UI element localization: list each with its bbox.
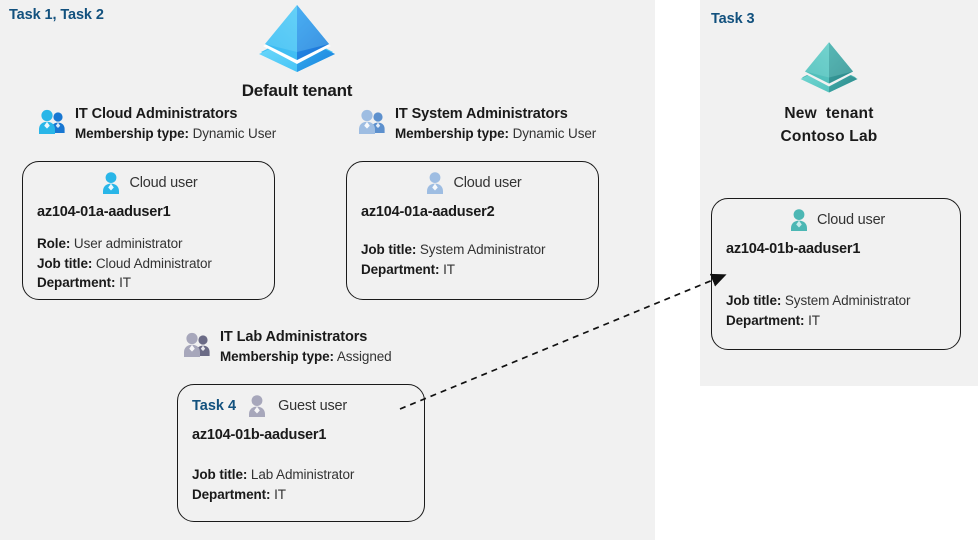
group-it-cloud-administrators: IT Cloud Administrators Membership type:… xyxy=(36,104,276,144)
group-membership-type: Membership type: Assigned xyxy=(220,347,392,367)
user-card-az104-01a-aaduser2[interactable]: Cloud user az104-01a-aaduser2 Job title:… xyxy=(346,161,599,300)
new-tenant-name-line1: New tenant xyxy=(784,105,874,122)
group-users-icon xyxy=(36,109,68,135)
user-attributes: Job title: System Administrator Departme… xyxy=(712,291,960,330)
attr-job-title: Job title: System Administrator xyxy=(361,240,598,260)
attr-job-title: Job title: System Administrator xyxy=(726,291,960,311)
user-card-az104-01b-aaduser1-cloud[interactable]: Cloud user az104-01b-aaduser1 Job title:… xyxy=(711,198,961,350)
attr-value: IT xyxy=(119,275,131,290)
user-name: az104-01b-aaduser1 xyxy=(726,241,861,257)
attr-value: IT xyxy=(443,261,455,277)
attr-label: Department: xyxy=(37,275,116,290)
attr-value: User administrator xyxy=(73,236,183,251)
group-it-system-administrators: IT System Administrators Membership type… xyxy=(356,104,596,144)
user-type-label: Cloud user xyxy=(129,175,198,191)
group-title: IT System Administrators xyxy=(395,106,568,122)
group-membership-label: Membership type: xyxy=(75,126,189,141)
cloud-user-icon xyxy=(423,171,447,195)
group-membership-label: Membership type: xyxy=(395,126,509,141)
attr-job-title: Job title: Cloud Administrator xyxy=(37,254,274,274)
attr-value: IT xyxy=(274,486,286,502)
user-attributes: Job title: Lab Administrator Department:… xyxy=(178,465,424,504)
group-title: IT Lab Administrators xyxy=(220,329,368,345)
attr-department: Department: IT xyxy=(37,273,274,293)
cloud-user-icon xyxy=(787,208,811,232)
attr-value: System Administrator xyxy=(784,293,911,308)
group-membership-type: Membership type: Dynamic User xyxy=(395,124,596,144)
card-header: Cloud user xyxy=(23,162,274,198)
attr-department: Department: IT xyxy=(361,260,598,280)
group-users-icon xyxy=(356,109,388,135)
card-header: Task 4 Guest user xyxy=(178,385,424,421)
task-label-1-2: Task 1, Task 2 xyxy=(9,7,104,23)
cloud-user-icon xyxy=(99,171,123,195)
attr-label: Role: xyxy=(37,236,71,251)
attr-value: Cloud Administrator xyxy=(95,255,212,271)
user-card-az104-01b-aaduser1-guest[interactable]: Task 4 Guest user az104-01b-aaduser1 Job… xyxy=(177,384,425,522)
default-tenant-name: Default tenant xyxy=(241,81,353,100)
azure-ad-tenant-icon xyxy=(745,32,913,102)
group-membership-type: Membership type: Dynamic User xyxy=(75,124,276,144)
task-label-4: Task 4 xyxy=(192,398,237,414)
attr-label: Department: xyxy=(361,261,440,277)
group-users-icon xyxy=(181,332,213,358)
user-card-az104-01a-aaduser1[interactable]: Cloud user az104-01a-aaduser1 Role: User… xyxy=(22,161,275,300)
attr-value: System Administrator xyxy=(419,242,546,257)
attr-label: Job title: xyxy=(726,293,782,308)
card-header: Cloud user xyxy=(712,199,960,235)
attr-role: Role: User administrator xyxy=(37,234,274,254)
attr-department: Department: IT xyxy=(192,485,424,505)
user-name: az104-01a-aaduser2 xyxy=(361,204,495,220)
attr-label: Job title: xyxy=(37,255,93,271)
user-name: az104-01a-aaduser1 xyxy=(37,204,171,220)
group-it-lab-administrators: IT Lab Administrators Membership type: A… xyxy=(181,327,392,367)
default-tenant-block: Default tenant xyxy=(233,2,361,101)
new-tenant-name-line2: Contoso Lab xyxy=(780,128,878,145)
user-name: az104-01b-aaduser1 xyxy=(192,427,327,443)
user-type-label: Guest user xyxy=(278,398,347,414)
group-title: IT Cloud Administrators xyxy=(75,106,238,122)
attr-value: IT xyxy=(808,312,820,328)
group-membership-value: Assigned xyxy=(336,349,392,364)
azure-ad-tenant-icon xyxy=(233,2,361,74)
new-tenant-block: New tenant Contoso Lab xyxy=(745,32,913,148)
attr-label: Department: xyxy=(192,486,271,502)
task-label-3: Task 3 xyxy=(711,11,755,27)
default-tenant-panel xyxy=(0,0,655,540)
user-type-label: Cloud user xyxy=(453,175,522,191)
guest-user-icon xyxy=(245,394,269,418)
attr-value: Lab Administrator xyxy=(250,467,355,482)
user-attributes: Role: User administrator Job title: Clou… xyxy=(23,234,274,293)
user-type-label: Cloud user xyxy=(816,212,886,228)
card-header: Cloud user xyxy=(347,162,598,198)
attr-label: Department: xyxy=(726,312,805,328)
attr-department: Department: IT xyxy=(726,311,960,331)
group-membership-value: Dynamic User xyxy=(512,126,597,141)
attr-job-title: Job title: Lab Administrator xyxy=(192,465,424,485)
attr-label: Job title: xyxy=(192,467,248,482)
user-attributes: Job title: System Administrator Departme… xyxy=(347,240,598,279)
group-membership-value: Dynamic User xyxy=(192,126,277,141)
group-membership-label: Membership type: xyxy=(220,349,334,364)
attr-label: Job title: xyxy=(361,242,417,257)
